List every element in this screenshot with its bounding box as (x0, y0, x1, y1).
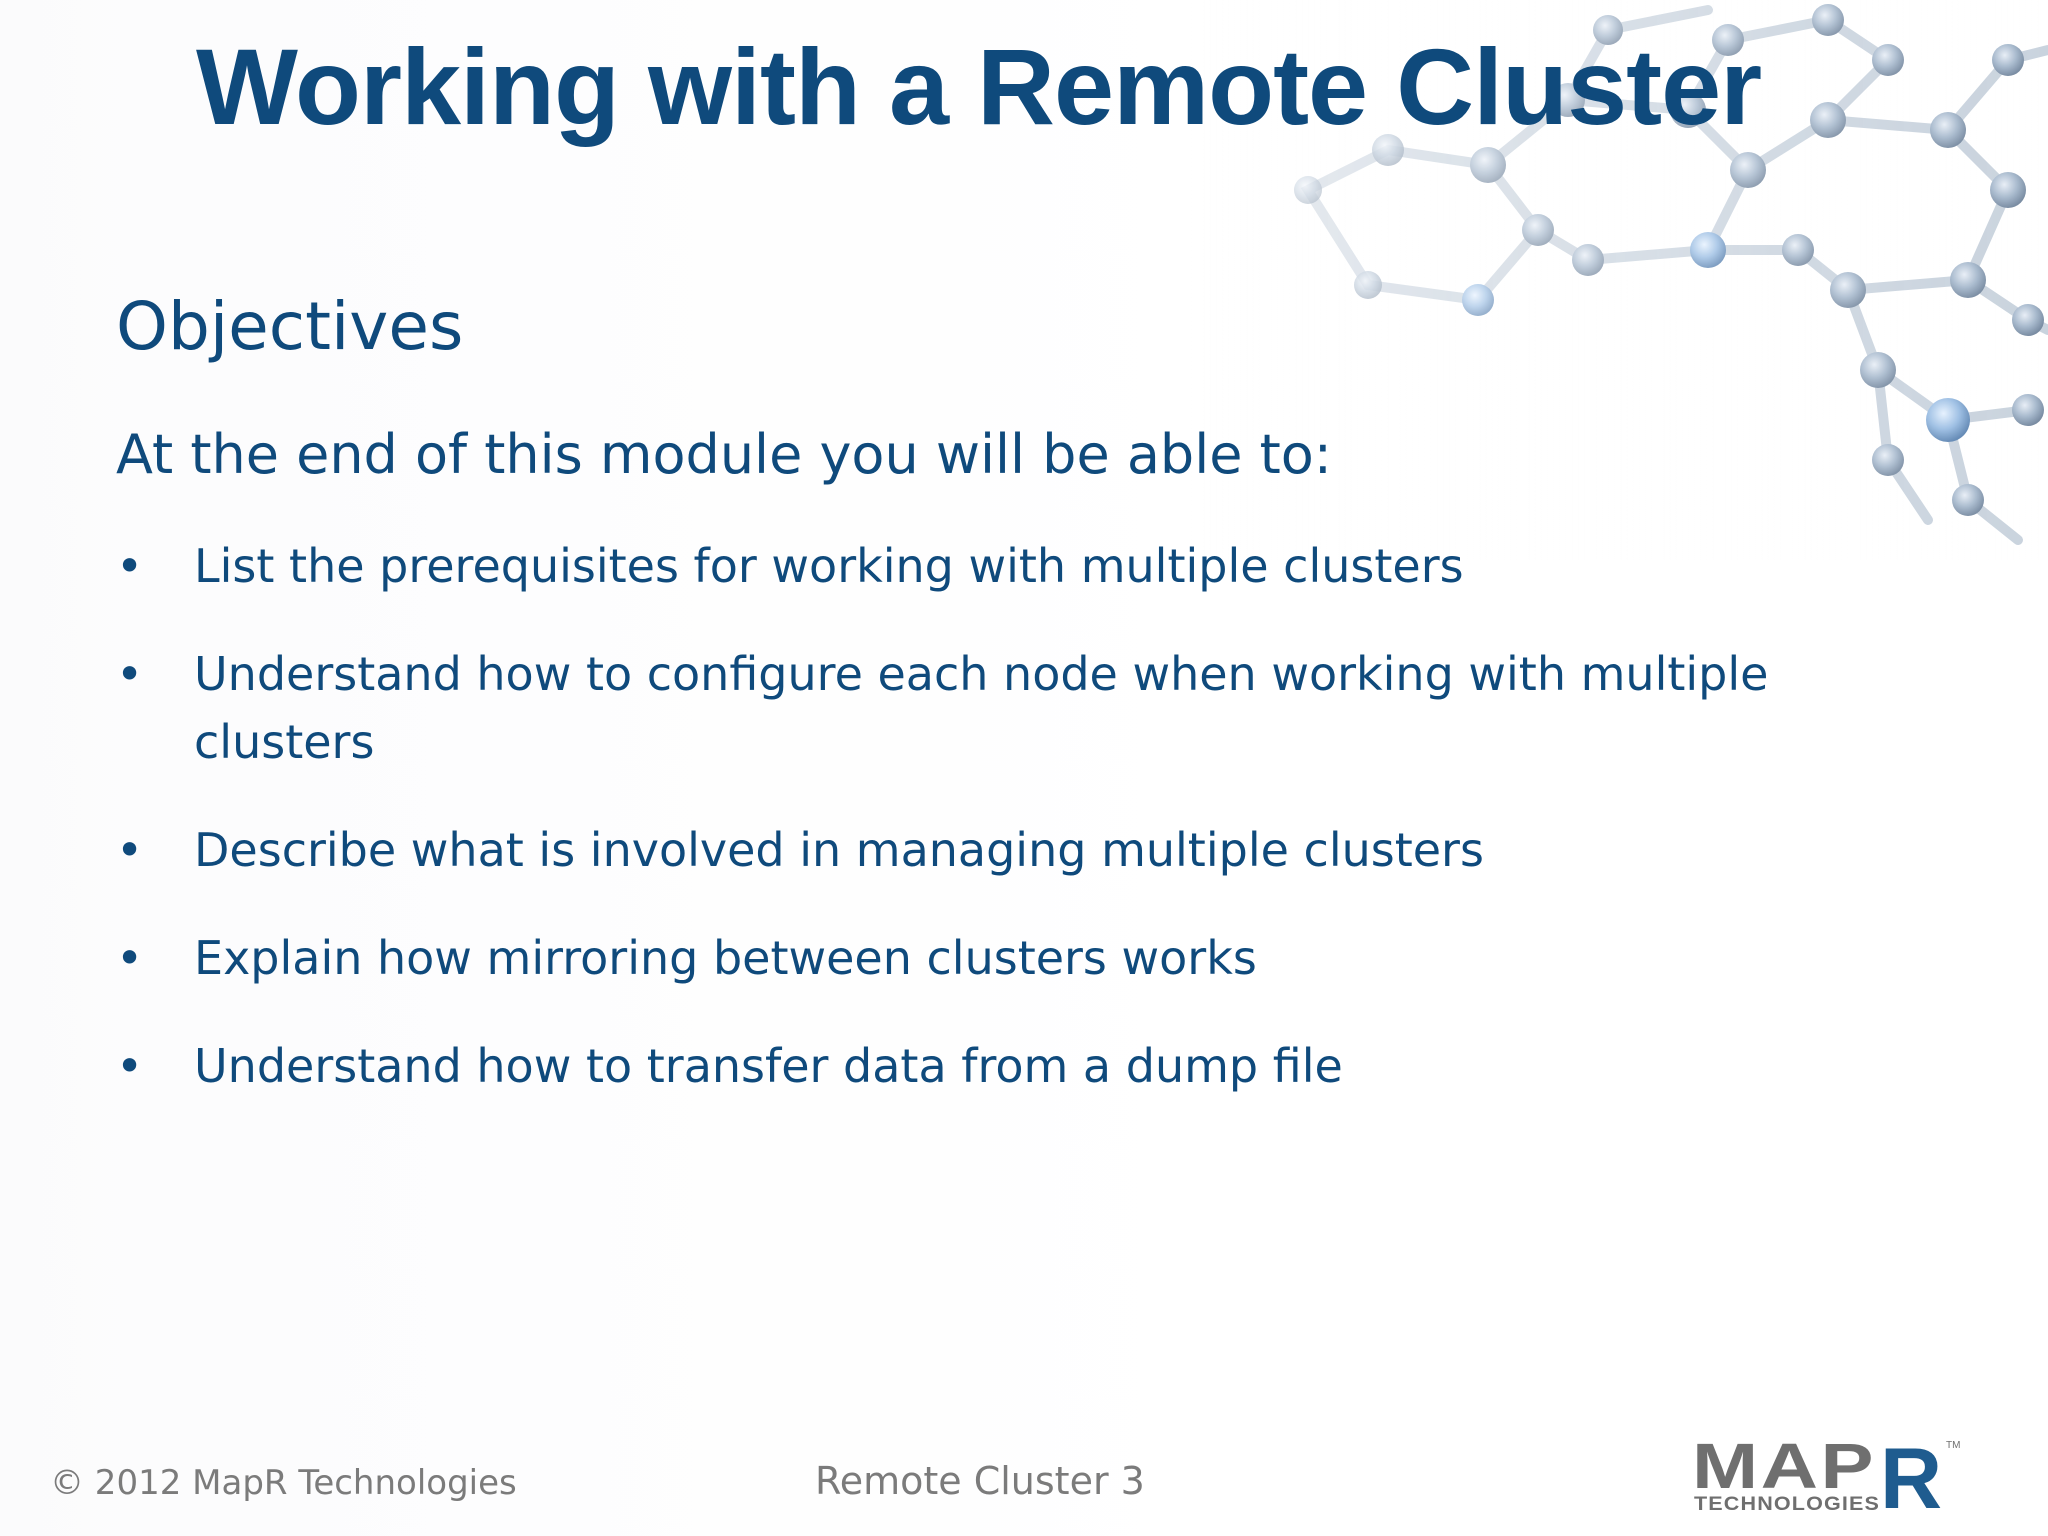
list-item: • Understand how to configure each node … (116, 640, 1836, 776)
bullet-icon: • (116, 823, 144, 877)
bullet-text: Explain how mirroring between clusters w… (194, 931, 1257, 985)
bullet-text: Understand how to transfer data from a d… (194, 1039, 1343, 1093)
logo-trademark: TM (1946, 1440, 1960, 1451)
bullet-icon: • (116, 931, 144, 985)
molecule-lattice-icon (1188, 0, 2048, 560)
list-item: • List the prerequisites for working wit… (116, 532, 1836, 600)
footer-copyright: © 2012 MapR Technologies (50, 1463, 517, 1503)
section-subtitle: Objectives (116, 288, 464, 365)
bullet-text: Understand how to configure each node wh… (194, 647, 1769, 769)
list-item: • Understand how to transfer data from a… (116, 1032, 1836, 1100)
list-item: • Explain how mirroring between clusters… (116, 924, 1836, 992)
bullet-icon: • (116, 1039, 144, 1093)
objectives-list: • List the prerequisites for working wit… (116, 532, 1836, 1140)
logo-tagline: TECHNOLOGIES (1694, 1494, 1880, 1514)
bullet-icon: • (116, 647, 144, 701)
footer-page-label: Remote Cluster 3 (815, 1459, 1145, 1503)
bullet-icon: • (116, 539, 144, 593)
logo-wordmark-r: R (1880, 1434, 1942, 1514)
slide-title: Working with a Remote Cluster (196, 26, 1762, 147)
list-item: • Describe what is involved in managing … (116, 816, 1836, 884)
lead-text: At the end of this module you will be ab… (116, 423, 1333, 486)
bullet-text: Describe what is involved in managing mu… (194, 823, 1484, 877)
bullet-text: List the prerequisites for working with … (194, 539, 1464, 593)
logo-wordmark-map: MAP (1692, 1434, 1876, 1502)
mapr-logo-icon: MAP R TECHNOLOGIES TM (1692, 1434, 1960, 1514)
